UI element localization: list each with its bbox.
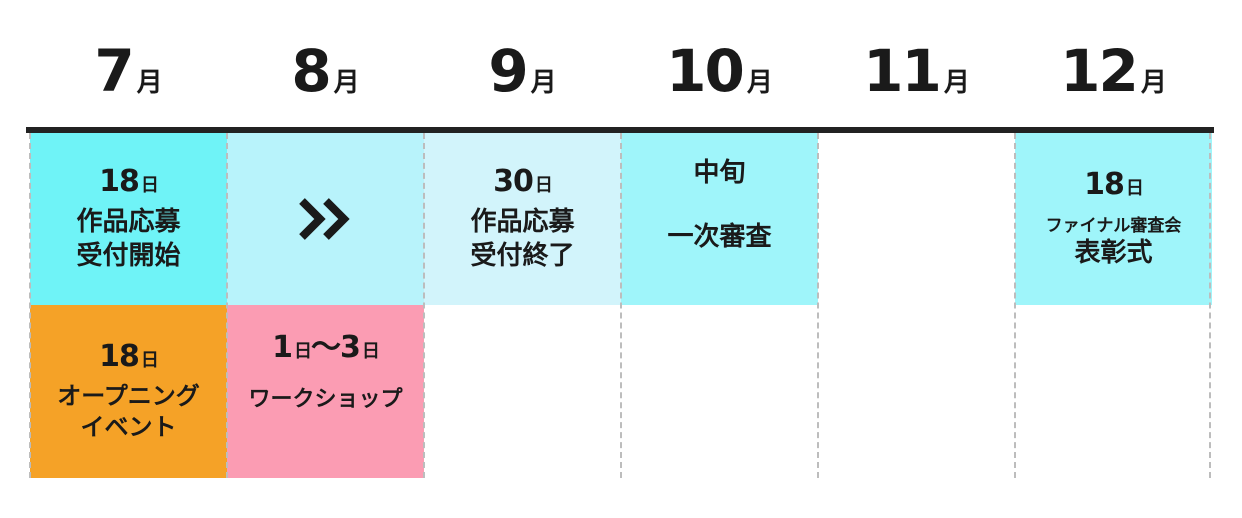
month-unit: 月 xyxy=(530,68,557,98)
month-number: 9 xyxy=(488,37,528,105)
event-subtitle: ファイナル審査会 xyxy=(1045,215,1182,236)
month-unit: 月 xyxy=(136,68,163,98)
event-title-line2: イベント xyxy=(80,413,177,441)
event-continuation xyxy=(227,133,424,305)
column-divider xyxy=(817,133,819,478)
month-unit: 月 xyxy=(333,68,360,98)
column-divider xyxy=(29,133,31,478)
column-divider xyxy=(226,133,228,478)
event-title: 一次審査 xyxy=(667,221,772,252)
month-number: 10 xyxy=(666,37,745,105)
column-divider xyxy=(620,133,622,478)
event-title: 表彰式 xyxy=(1074,237,1153,268)
event-title-line2: 受付開始 xyxy=(76,240,181,271)
event-title-line2: 受付終了 xyxy=(470,240,575,271)
timeline-rule xyxy=(26,127,1214,133)
month-unit: 月 xyxy=(1140,68,1167,98)
double-chevron-right-icon xyxy=(298,198,350,240)
month-number: 12 xyxy=(1060,37,1139,105)
month-number: 7 xyxy=(94,37,134,105)
column-divider xyxy=(1014,133,1016,478)
event-title-line1: 作品応募 xyxy=(470,206,575,237)
event-first-review: 中旬 一次審査 xyxy=(621,133,818,305)
month-number: 11 xyxy=(863,37,942,105)
month-unit: 月 xyxy=(943,68,970,98)
event-period: 中旬 xyxy=(693,158,746,188)
event-title-line1: オープニング xyxy=(57,381,200,410)
event-title: ワークショップ xyxy=(248,387,403,412)
month-number: 8 xyxy=(291,37,331,105)
month-unit: 月 xyxy=(746,68,773,98)
column-divider xyxy=(423,133,425,478)
event-title-line1: 作品応募 xyxy=(76,206,181,237)
column-divider xyxy=(1209,133,1211,478)
